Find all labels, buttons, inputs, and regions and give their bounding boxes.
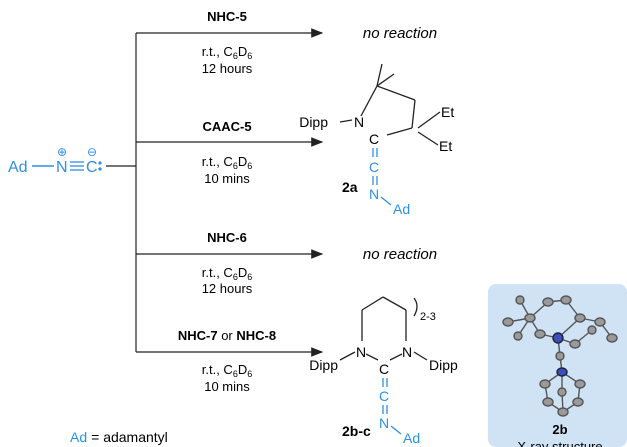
legend-text: Ad= adamantyl — [70, 429, 168, 445]
row-3: NHC-6 r.t., C6D6 12 hours no reaction — [202, 230, 437, 296]
branch-lines — [106, 28, 324, 357]
product-2a-structure: Dipp N C Et Et C N Ad — [299, 63, 454, 217]
2bc-dipp-label-right: Dipp — [429, 357, 458, 373]
2bc-n-label-left: N — [356, 344, 366, 360]
reactant-plus-charge: ⊕ — [57, 145, 67, 159]
row-2: CAAC-5 r.t., C6D6 10 mins Dipp N C Et Et — [202, 63, 454, 217]
2a-n-label: N — [354, 114, 364, 130]
xray-caption: X-ray structure — [517, 439, 602, 447]
outcome-row-3: no reaction — [363, 246, 437, 263]
reactant-ad-label: Ad — [8, 159, 28, 176]
2bc-carbene-c-label: C — [379, 361, 389, 377]
ring-size-subscript: 2-3 — [420, 311, 436, 323]
2a-ad-label: Ad — [393, 201, 410, 217]
time-row-4: 10 mins — [204, 379, 250, 394]
reagent-row-3: NHC-6 — [207, 230, 247, 245]
isocyanide-reactant: Ad N ⊕ C ⊖ — [8, 145, 102, 176]
2bc-keteniminyl-c-label: C — [379, 388, 389, 404]
reagent-row-2: CAAC-5 — [202, 119, 251, 134]
time-row-3: 12 hours — [202, 281, 253, 296]
outcome-row-1: no reaction — [363, 25, 437, 42]
2bc-n-label-right: N — [402, 344, 412, 360]
conditions-row-4: r.t., C6D6 — [202, 362, 252, 379]
row-1: NHC-5 r.t., C6D6 12 hours no reaction — [202, 9, 437, 76]
2bc-ad-label: Ad — [403, 430, 420, 446]
xray-ortep-image — [502, 295, 618, 417]
2a-carbene-c-label: C — [369, 131, 379, 147]
reactant-n-label: N — [56, 159, 68, 176]
row-4: NHC-7 or NHC-8 r.t., C6D6 10 mins Dipp N… — [178, 296, 458, 446]
lone-pair-dot-2 — [98, 167, 102, 171]
reagent-row-4: NHC-7 or NHC-8 — [178, 328, 276, 343]
lone-pair-dot-1 — [98, 161, 102, 165]
conditions-row-1: r.t., C6D6 — [202, 44, 252, 61]
reactant-minus-charge: ⊖ — [87, 145, 97, 159]
2a-dipp-label: Dipp — [299, 114, 328, 130]
2a-et-label-1: Et — [441, 104, 454, 120]
conditions-row-3: r.t., C6D6 — [202, 265, 252, 282]
abbreviation-legend: Ad= adamantyl — [70, 429, 168, 445]
2a-et-label-2: Et — [439, 138, 452, 154]
xray-compound-label: 2b — [552, 422, 567, 437]
2bc-dipp-label-left: Dipp — [309, 357, 338, 373]
compound-label-2a: 2a — [342, 179, 358, 195]
time-row-2: 10 mins — [204, 171, 250, 186]
compound-label-2b-c: 2b-c — [342, 423, 371, 439]
2bc-imine-n-label: N — [379, 415, 389, 431]
reagent-row-1: NHC-5 — [207, 9, 247, 24]
conditions-row-2: r.t., C6D6 — [202, 154, 252, 171]
2a-imine-n-label: N — [369, 186, 379, 202]
product-2b-c-structure: Dipp N C N Dipp 2-3 C N Ad — [309, 296, 458, 446]
time-row-1: 12 hours — [202, 61, 253, 76]
xray-panel-background — [488, 284, 627, 447]
2a-keteniminyl-c-label: C — [369, 159, 379, 175]
xray-structure-panel: 2b X-ray structure — [488, 284, 627, 447]
reactant-c-label: C — [86, 159, 98, 176]
